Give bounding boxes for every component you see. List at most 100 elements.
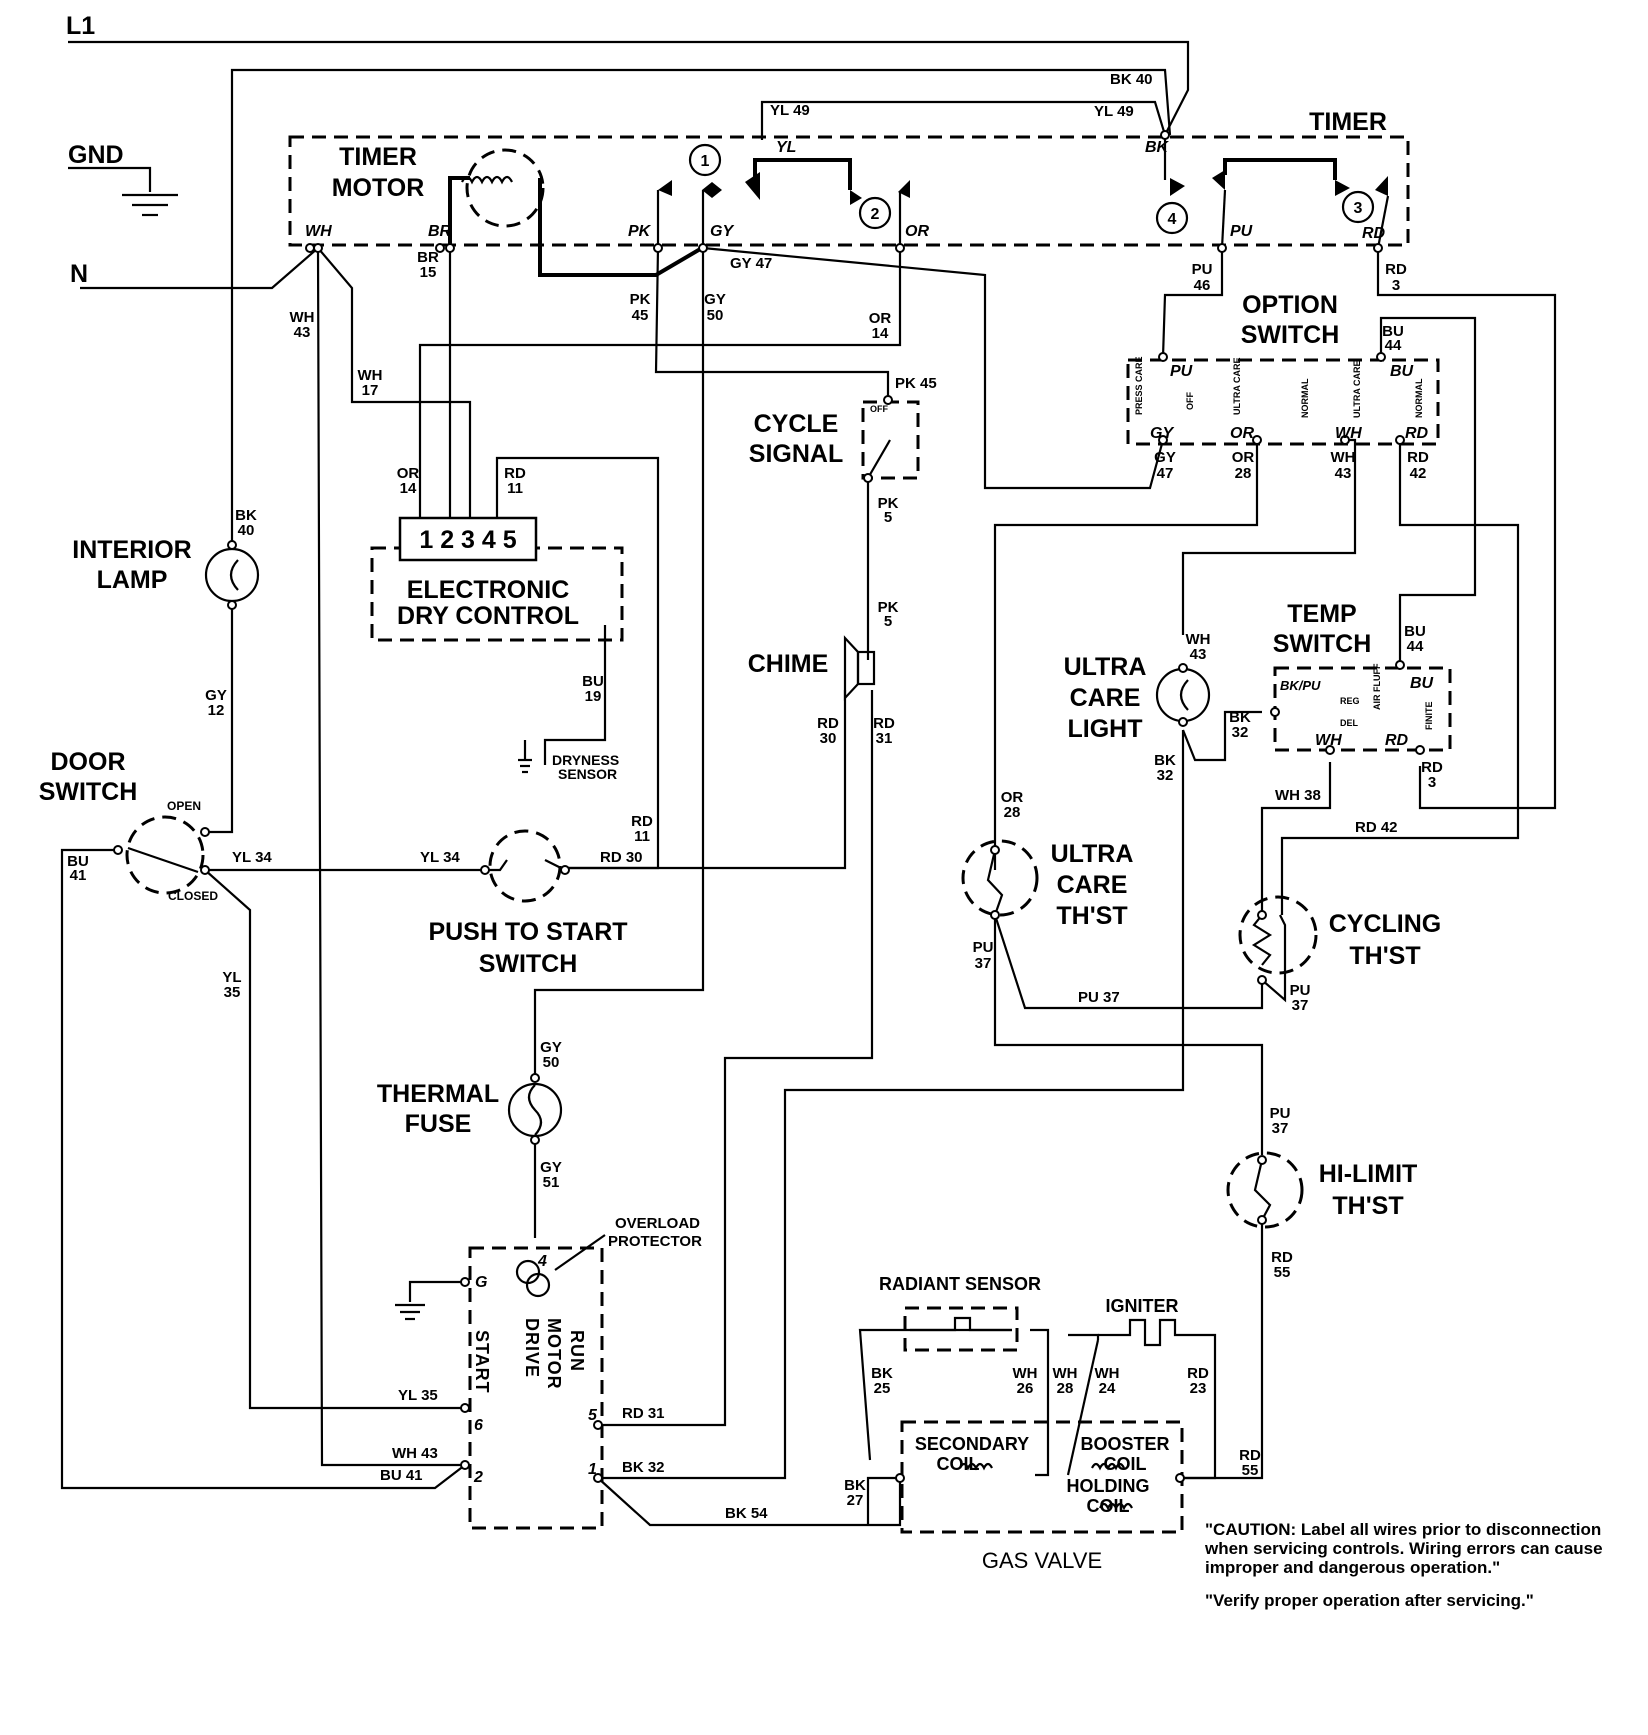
wire-bu19: BU: [582, 673, 604, 690]
terminal-br: BR: [428, 223, 452, 240]
secondary-coil-icon: [959, 1462, 993, 1471]
opt-pos-normal: NORMAL: [1300, 378, 1310, 418]
igniter-label: IGNITER: [1105, 1296, 1178, 1316]
hi-limit-label: TH'ST: [1332, 1192, 1403, 1220]
wire-pu37-h: PU 37: [1078, 989, 1120, 1006]
overload-label: PROTECTOR: [608, 1233, 702, 1250]
motor-t1: 1: [588, 1461, 597, 1478]
opt-pos-off: OFF: [1185, 392, 1195, 410]
ts-bkpu: BK/PU: [1280, 678, 1321, 693]
booster-coil-icon: [1091, 1462, 1125, 1471]
opt-pos-ultra-care: ULTRA CARE: [1232, 358, 1242, 416]
terminal-gy: GY: [710, 223, 734, 240]
timer-contact-4: 4: [1168, 211, 1177, 228]
ultra-thst-ring: [961, 839, 1039, 917]
wire-bk32-ucl: 32: [1157, 767, 1174, 784]
cycling-thst-label: CYCLING: [1329, 910, 1442, 938]
ultra-care-light-label: CARE: [1070, 684, 1141, 712]
terminal-or: OR: [905, 223, 929, 240]
lamp-icon: [1155, 667, 1211, 723]
wire-pk5: 5: [884, 509, 892, 526]
wire-pk45: 45: [632, 307, 649, 324]
timer-contacts-icon: [656, 135, 1390, 249]
wire-rd55-b: 55: [1242, 1462, 1259, 1479]
wire-yl49-right: YL 49: [1094, 103, 1134, 120]
motor-t5: 5: [588, 1407, 598, 1424]
wire-rd31: RD: [873, 715, 895, 732]
edc-pin-block: [398, 516, 538, 562]
wire-pu37-c: PU: [1270, 1105, 1291, 1122]
wire-yl34-b: YL 34: [420, 849, 460, 866]
edc-box: [370, 546, 624, 642]
wire-wh43-opt: WH: [1331, 449, 1356, 466]
wire-yl35-h: YL 35: [398, 1387, 438, 1404]
wire-wh26: WH: [1013, 1365, 1038, 1382]
wire-gy47-opt: 47: [1157, 465, 1174, 482]
motor-t2: 2: [473, 1469, 483, 1486]
wire-rd42-opt: 42: [1410, 465, 1427, 482]
caution-text: "CAUTION: Label all wires prior to disco…: [1205, 1520, 1603, 1577]
wire-yl34-a: YL 34: [232, 849, 272, 866]
wire-bk25: BK: [871, 1365, 893, 1382]
wire-gy50: GY: [704, 291, 726, 308]
motor-start: START: [472, 1330, 492, 1394]
wire-pu46: 46: [1194, 277, 1211, 294]
wire-bk40-lamp: BK: [235, 507, 257, 524]
wire-wh17: WH: [358, 367, 383, 384]
ground-icon: [395, 1303, 425, 1321]
wire-rd11-b: 11: [634, 828, 650, 845]
wire-gy47: GY 47: [730, 255, 772, 272]
wire-or28-uct: OR: [1001, 789, 1024, 806]
booster-coil-label: BOOSTER: [1080, 1434, 1169, 1454]
wire-gy47-opt: GY: [1154, 449, 1176, 466]
ts-pos-reg: REG: [1340, 696, 1360, 706]
wire-wh28: 28: [1057, 1380, 1074, 1397]
symbols: [122, 135, 1390, 1511]
option-switch-label: SWITCH: [1241, 321, 1340, 349]
radiant-sensor-icon: [910, 1316, 1012, 1332]
ts-bu: BU: [1410, 675, 1434, 692]
cycle-off-label: OFF: [870, 404, 888, 414]
labels: L1 GND N TIMER TIMER MOTOR 1 2 3 4 WH BR…: [39, 12, 1443, 1573]
wire-rd30: RD: [817, 715, 839, 732]
dryness-sensor-label: DRYNESS: [552, 752, 619, 768]
contact-marker: [858, 196, 892, 230]
verify-text: "Verify proper operation after servicing…: [1205, 1591, 1534, 1610]
wire-wh43-ucl: WH: [1186, 631, 1211, 648]
overload-icon: [515, 1234, 606, 1298]
timer-motor-label: TIMER: [339, 143, 417, 171]
thermal-fuse-label: THERMAL: [377, 1080, 499, 1108]
wires: [60, 40, 1557, 1527]
radiant-sensor-label: RADIANT SENSOR: [879, 1274, 1041, 1294]
wire-rd3-ts: 3: [1428, 774, 1436, 791]
motor-box: [468, 1246, 604, 1530]
interior-lamp-label: INTERIOR: [72, 536, 191, 564]
ts-pos-airfluff: AIR FLUFF: [1372, 663, 1382, 710]
holding-coil-label: HOLDING: [1067, 1476, 1150, 1496]
thermal-fuse-label: FUSE: [405, 1110, 472, 1138]
cycling-thst-label: TH'ST: [1349, 942, 1420, 970]
wire-bu44: 44: [1385, 337, 1402, 354]
wire-bk40-top: BK 40: [1110, 71, 1153, 88]
wire-pk45-cs: PK 45: [895, 375, 937, 392]
secondary-coil-label: COIL: [937, 1454, 980, 1474]
wire-wh43-h: WH 43: [392, 1445, 438, 1462]
cycle-signal-label: CYCLE: [754, 410, 839, 438]
wire-yl35: 35: [224, 984, 241, 1001]
chime-icon: [843, 635, 876, 701]
motor-t4: 4: [537, 1253, 547, 1270]
wire-rd3: RD: [1385, 261, 1407, 278]
wire-gy50: 50: [707, 307, 724, 324]
ground-icon: [122, 193, 178, 217]
gas-valve-label: GAS VALVE: [982, 1548, 1102, 1573]
wire-bk32-ts: BK: [1229, 709, 1251, 726]
wire-or14: 14: [872, 325, 889, 342]
wire-pu37-c: 37: [1272, 1120, 1289, 1137]
wire-pu37-a: PU: [973, 939, 994, 956]
timer-motor-ring: [465, 148, 545, 228]
caution-note: "CAUTION: Label all wires prior to disco…: [1205, 1520, 1625, 1624]
wire-or28-opt: 28: [1235, 465, 1252, 482]
contact-marker: [1155, 201, 1189, 235]
hilimit-thst-ring: [1226, 1151, 1304, 1229]
thst-contact-icon: [1253, 1159, 1272, 1221]
